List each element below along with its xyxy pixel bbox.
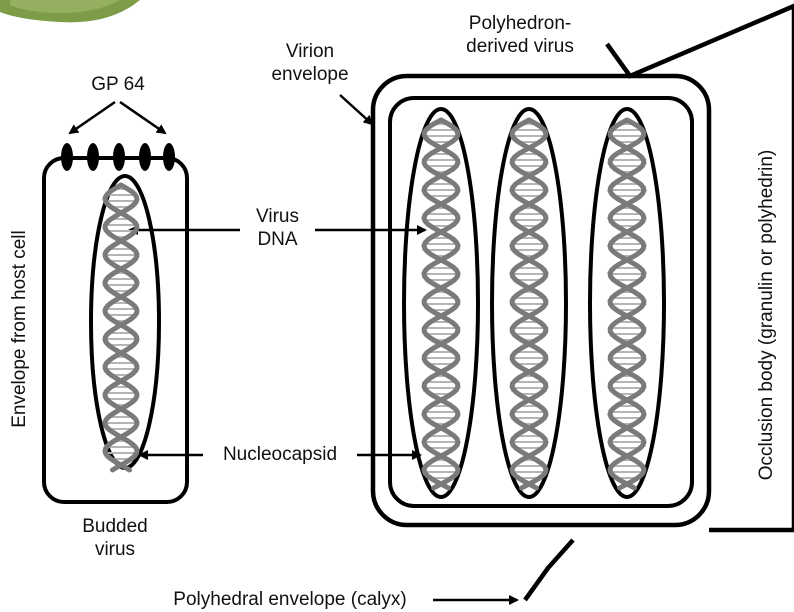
gp64-arrow-right: [120, 102, 165, 133]
calyx-pointer-line: [525, 540, 573, 600]
budded-virus-label-line1: Budded: [65, 515, 165, 538]
budded-virus-label: Budded virus: [65, 515, 165, 561]
budded-virus-label-line2: virus: [65, 538, 165, 561]
occlusion-body-label: Occlusion body (granulin or polyhedrin): [756, 130, 778, 500]
polyhedron-derived-virus-label: Polyhedron- derived virus: [425, 12, 615, 58]
gp64-spike: [163, 143, 175, 171]
virus-dna-label-line1: Virus: [240, 205, 315, 228]
polyhedron-label-line2: derived virus: [425, 35, 615, 58]
gp64-spike: [61, 143, 73, 171]
gp64-spike: [87, 143, 99, 171]
polyhedral-envelope-label: Polyhedral envelope (calyx): [150, 588, 430, 611]
virus-dna-label: Virus DNA: [240, 205, 315, 251]
gp64-label: GP 64: [78, 73, 158, 96]
nucleocapsid-label: Nucleocapsid: [203, 443, 357, 466]
virion-envelope-label-line2: envelope: [255, 63, 365, 86]
virion-envelope-label-line1: Virion: [255, 40, 365, 63]
virion-envelope-arrow: [340, 95, 372, 124]
virus-dna-label-line2: DNA: [240, 228, 315, 251]
gp64-spike: [139, 143, 151, 171]
gp64-spike: [113, 143, 125, 171]
polyhedron-label-line1: Polyhedron-: [425, 12, 615, 35]
virion-envelope-label: Virion envelope: [255, 40, 365, 86]
gp64-arrow-left: [70, 102, 115, 133]
envelope-from-host-cell-label: Envelope from host cell: [9, 219, 31, 439]
